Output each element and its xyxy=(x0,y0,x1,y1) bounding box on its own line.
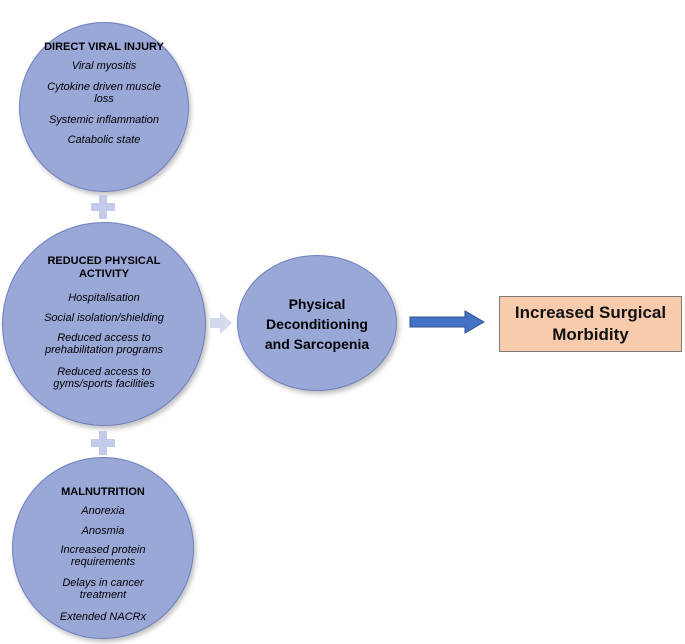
malnutrition-circle: MALNUTRITION Anorexia Anosmia Increased … xyxy=(12,457,194,639)
anorexia-item: Anorexia xyxy=(81,505,125,517)
systemic-inflammation-item: Systemic inflammation xyxy=(48,114,160,126)
nacrx-item: Extended NACRx xyxy=(59,611,147,623)
physical-deconditioning-label: Physical Deconditioning and Sarcopenia xyxy=(264,296,370,352)
catabolic-state-item: Catabolic state xyxy=(67,134,141,146)
cancer-delay-item: Delays in cancer treatment xyxy=(62,577,144,601)
reduced-physical-activity-circle: REDUCED PHYSICAL ACTIVITY Hospitalisatio… xyxy=(2,222,206,426)
plus-icon xyxy=(91,195,115,219)
direct-viral-injury-circle: DIRECT VIRAL INJURY Viral myositis Cytok… xyxy=(19,22,189,192)
malnutrition-title: MALNUTRITION xyxy=(61,486,145,498)
outcome-box: Increased Surgical Morbidity xyxy=(499,296,682,352)
anosmia-item: Anosmia xyxy=(81,525,125,537)
physical-deconditioning-circle: Physical Deconditioning and Sarcopenia xyxy=(237,255,397,391)
hospitalisation-item: Hospitalisation xyxy=(68,292,140,304)
viral-myositis-item: Viral myositis xyxy=(71,60,137,72)
protein-item: Increased protein requirements xyxy=(60,544,146,568)
chevron-right-icon xyxy=(210,312,232,334)
reduced-physical-activity-title: REDUCED PHYSICAL ACTIVITY xyxy=(47,255,161,280)
direct-viral-injury-title: DIRECT VIRAL INJURY xyxy=(44,41,164,53)
plus-icon xyxy=(91,431,115,455)
social-isolation-item: Social isolation/shielding xyxy=(44,312,164,324)
arrow-right-icon xyxy=(409,310,485,334)
prehabilitation-item: Reduced access to prehabilitation progra… xyxy=(44,332,163,356)
gyms-item: Reduced access to gyms/sports facilities xyxy=(53,366,155,390)
cytokine-item: Cytokine driven muscle loss xyxy=(47,81,161,105)
